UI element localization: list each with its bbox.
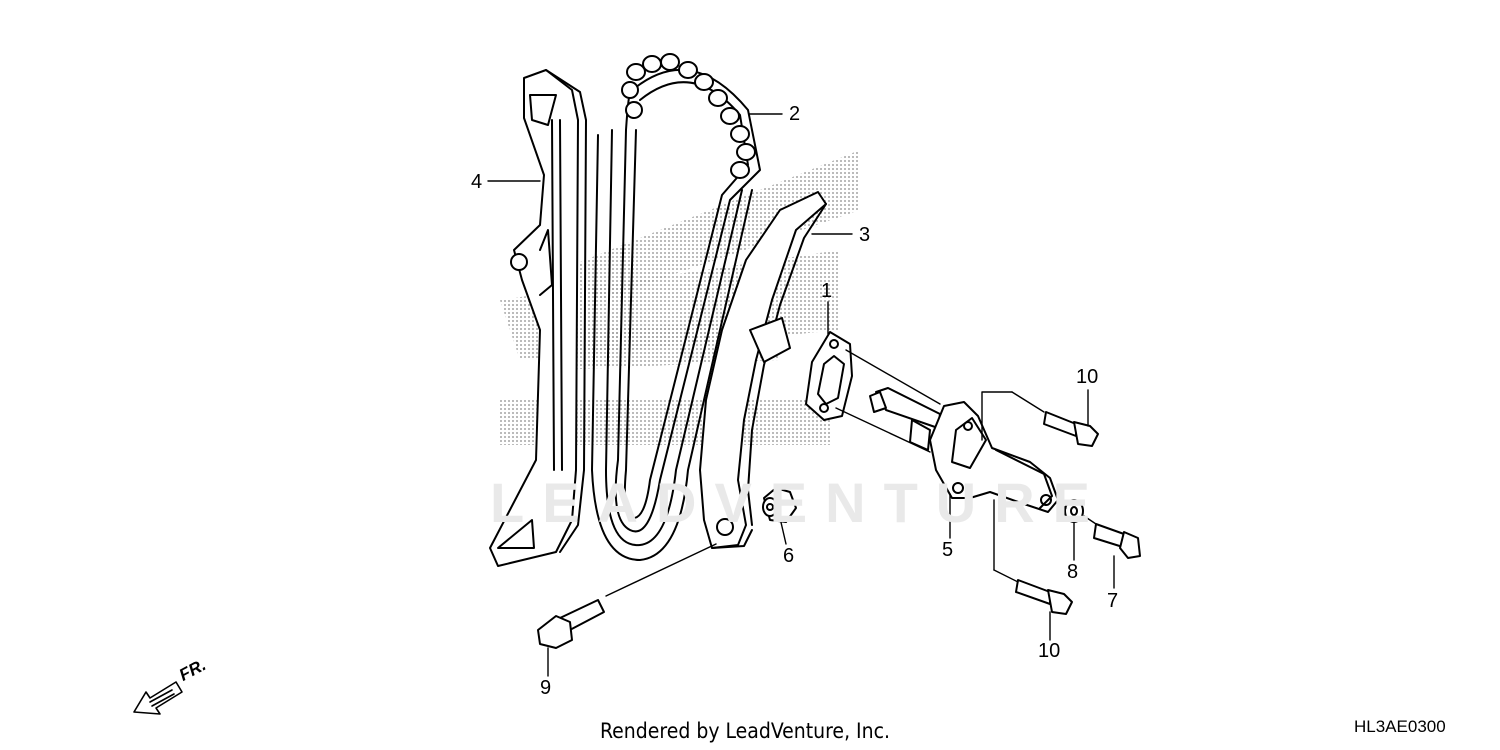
chain-links bbox=[621, 53, 756, 179]
callout-6: 6 bbox=[783, 545, 795, 567]
assembly-lines bbox=[487, 113, 1115, 677]
gasket bbox=[805, 331, 853, 421]
callout-4: 4 bbox=[471, 171, 483, 193]
callout-9: 9 bbox=[540, 677, 552, 699]
bolt-7 bbox=[1093, 523, 1141, 559]
callout-7: 7 bbox=[1107, 590, 1119, 612]
callout-5: 5 bbox=[942, 539, 954, 561]
bolt-10-lower bbox=[1015, 579, 1073, 615]
callout-10-upper: 10 bbox=[1076, 366, 1099, 388]
callout-10-lower: 10 bbox=[1038, 640, 1061, 662]
cam-chain bbox=[591, 53, 761, 561]
collar-bolt bbox=[762, 487, 797, 523]
callout-3: 3 bbox=[859, 224, 871, 246]
pivot-bolt bbox=[537, 599, 605, 649]
callout-8: 8 bbox=[1067, 561, 1079, 583]
footer-credit: Rendered by LeadVenture, Inc. bbox=[600, 719, 890, 743]
watermark-text: LEADVENTURE bbox=[490, 471, 1109, 534]
front-arrow-icon bbox=[133, 681, 183, 715]
drawing-code: HL3AE0300 bbox=[1354, 717, 1446, 736]
bolt-10-upper bbox=[1043, 411, 1099, 447]
tensioner-arm bbox=[699, 191, 827, 549]
callout-2: 2 bbox=[789, 103, 801, 125]
callout-1: 1 bbox=[821, 280, 833, 302]
chain-guide bbox=[489, 69, 587, 567]
